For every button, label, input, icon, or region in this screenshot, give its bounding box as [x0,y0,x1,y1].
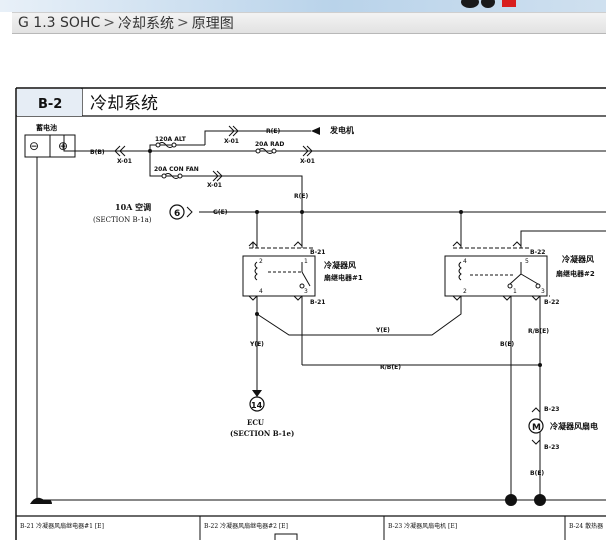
relay2-connector: B-22 [530,249,545,256]
battery: 蓄电池 ⊖ ⊕ [24,123,76,158]
fuse-rad-label: 20A RAD [255,141,284,148]
generator-arrow-icon [311,127,320,135]
pin-number: 2 [259,258,263,265]
ecu-reference-circle-icon [249,396,265,412]
relay-1: B-21 B-21 冷凝器风 扇继电器#1 2 1 4 3 [242,241,363,306]
relay1-connector: B-21 [310,299,325,306]
ac-section-label: (SECTION B-1a) [93,216,152,224]
pin-number: 1 [304,258,308,265]
wires [36,130,606,501]
relay1-label: 冷凝器风 [324,260,356,270]
pin-number: 3 [304,288,308,295]
section-code-cell [17,89,82,116]
section-code: B-2 [38,97,62,112]
ac-reference-circle-icon [169,204,185,220]
breadcrumb-item-current: 原理图 [191,16,234,32]
connector-chevrons [114,125,313,182]
connector-x01-label: X-01 [117,158,132,165]
junction-dots [148,149,542,367]
breadcrumb-separator: > [103,15,115,31]
wire-label: B(E) [500,341,514,348]
ground-points [30,494,546,506]
chevron-right-icon [186,206,193,218]
brand-logo [461,0,516,8]
breadcrumb-item-model[interactable]: G 1.3 SOHC [18,15,101,31]
top-banner [0,0,606,12]
relay1-connector: B-21 [310,249,325,256]
motor-symbol: M [532,423,541,433]
footer-component: B-22 冷凝器风扇继电器#2 [E] [204,522,288,530]
connector-x01-label: X-01 [207,182,222,189]
relay1-label: 扇继电器#1 [324,273,363,282]
breadcrumb-item-cooling[interactable]: 冷却系统 [117,16,174,32]
breadcrumb-separator: > [176,15,189,31]
motor-connector: B-23 [544,406,559,413]
motor-icon [528,418,544,434]
fan-motor: B-23 M 冷凝器风扇电 B-23 B(E) [528,406,598,477]
fuse-20a-rad: 20A RAD [255,141,284,154]
pin-number: 1 [513,288,517,295]
battery-label: 蓄电池 [36,123,57,132]
connector-x01-label: X-01 [224,138,239,145]
wire-label: R/B(E) [528,328,549,335]
fuse-20a-con-fan: 20A CON FAN [154,166,199,179]
footer-component: B-23 冷凝器风扇电机 [E] [388,522,457,530]
ecu-label: ECU [247,418,264,427]
fuse-120a-alt: 120A ALT [155,136,187,148]
connector-x01-label: X-01 [300,158,315,165]
footer-component: B-21 冷凝器风扇继电器#1 [E] [20,522,104,530]
wire-label: G(E) [213,209,228,216]
battery-positive-icon: ⊕ [58,139,68,153]
motor-label: 冷凝器风扇电 [550,421,598,431]
wire-label: Y(E) [249,341,264,348]
wire-label: R(E) [266,128,280,135]
generator-label: 发电机 [329,125,354,135]
wire-label: R/B(E) [380,364,401,371]
pin-number: 4 [259,288,263,295]
pin-number: 5 [525,258,529,265]
ac-fuse-label: 10A 空调 [115,202,151,212]
relay2-connector: B-22 [544,299,559,306]
motor-connector: B-23 [544,444,559,451]
battery-negative-icon: ⊖ [29,139,39,153]
pin-number: 4 [463,258,467,265]
ecu-section-label: (SECTION B-1e) [230,429,294,438]
section-title: 冷却系统 [90,94,158,114]
relay2-label: 冷凝器风 [562,254,594,264]
pin-number: 3 [541,288,545,295]
footer-connector-icon [274,533,298,540]
wire-label: Y(E) [375,327,390,334]
fuse-con-fan-label: 20A CON FAN [154,166,199,173]
fuse-alt-label: 120A ALT [155,136,187,143]
pin-number: 2 [463,288,467,295]
ecu-circle-number: 14 [251,401,263,410]
wire-label: B(E) [530,470,544,477]
relay-2: B-22 B-22 冷凝器风 扇继电器#2 4 5 2 1 3 [444,241,595,306]
ecu-arrow-icon [252,390,262,397]
relay2-label: 扇继电器#2 [556,269,595,278]
wire-label: R(E) [294,193,308,200]
wire-label: B(B) [90,149,105,156]
breadcrumb: G 1.3 SOHC > 冷却系统 > 原理图 [12,12,606,34]
ac-circle-number: 6 [174,209,180,219]
footer-component: B-24 散热器 [569,522,603,530]
